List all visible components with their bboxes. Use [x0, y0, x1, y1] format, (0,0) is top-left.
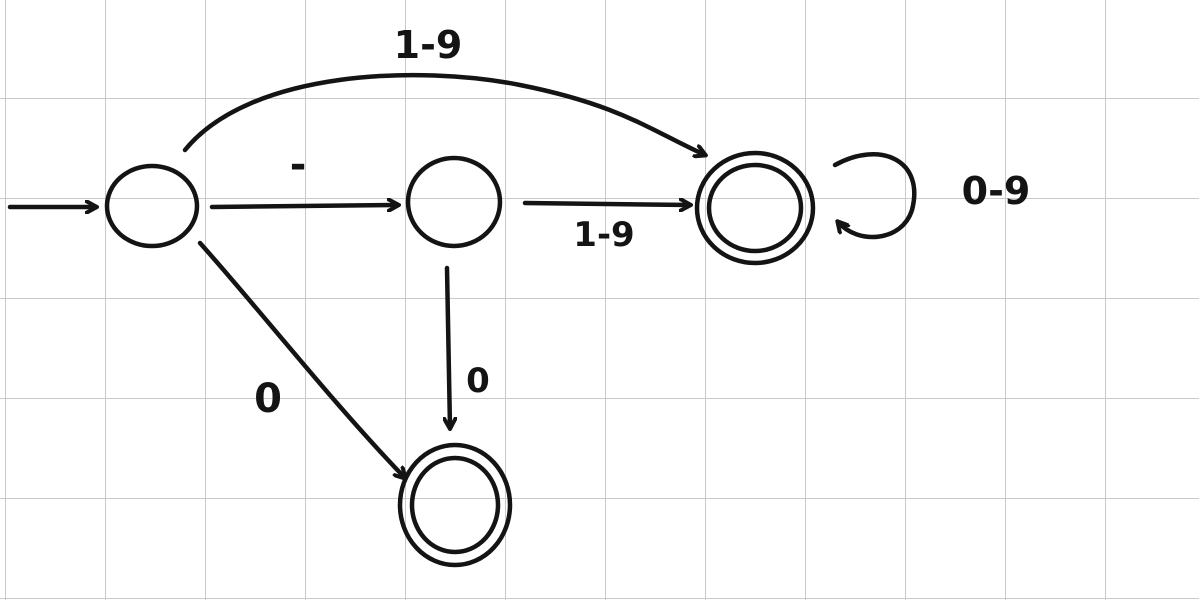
- state-q0: [104, 163, 200, 249]
- state-q2-accepting: [694, 150, 816, 266]
- state-q1: [405, 155, 503, 249]
- edge-q0-q1: [209, 205, 398, 207]
- label-q1-q2: 1-9: [573, 215, 634, 255]
- edge-q0-q3: [197, 240, 405, 478]
- edge-q0-q2: [182, 72, 705, 155]
- label-q0-q1: -: [290, 142, 307, 188]
- label-q0-q2: 1-9: [394, 23, 463, 67]
- label-q0-q3: 0: [254, 376, 282, 422]
- label-q2-self-loop: 0-9: [962, 169, 1031, 213]
- label-q1-q3: 0: [466, 361, 490, 401]
- state-q3-accepting: [397, 442, 513, 568]
- edge-q1-q3: [447, 265, 450, 428]
- edge-q1-q2: [522, 203, 690, 205]
- edge-q2-self-loop: [832, 152, 917, 240]
